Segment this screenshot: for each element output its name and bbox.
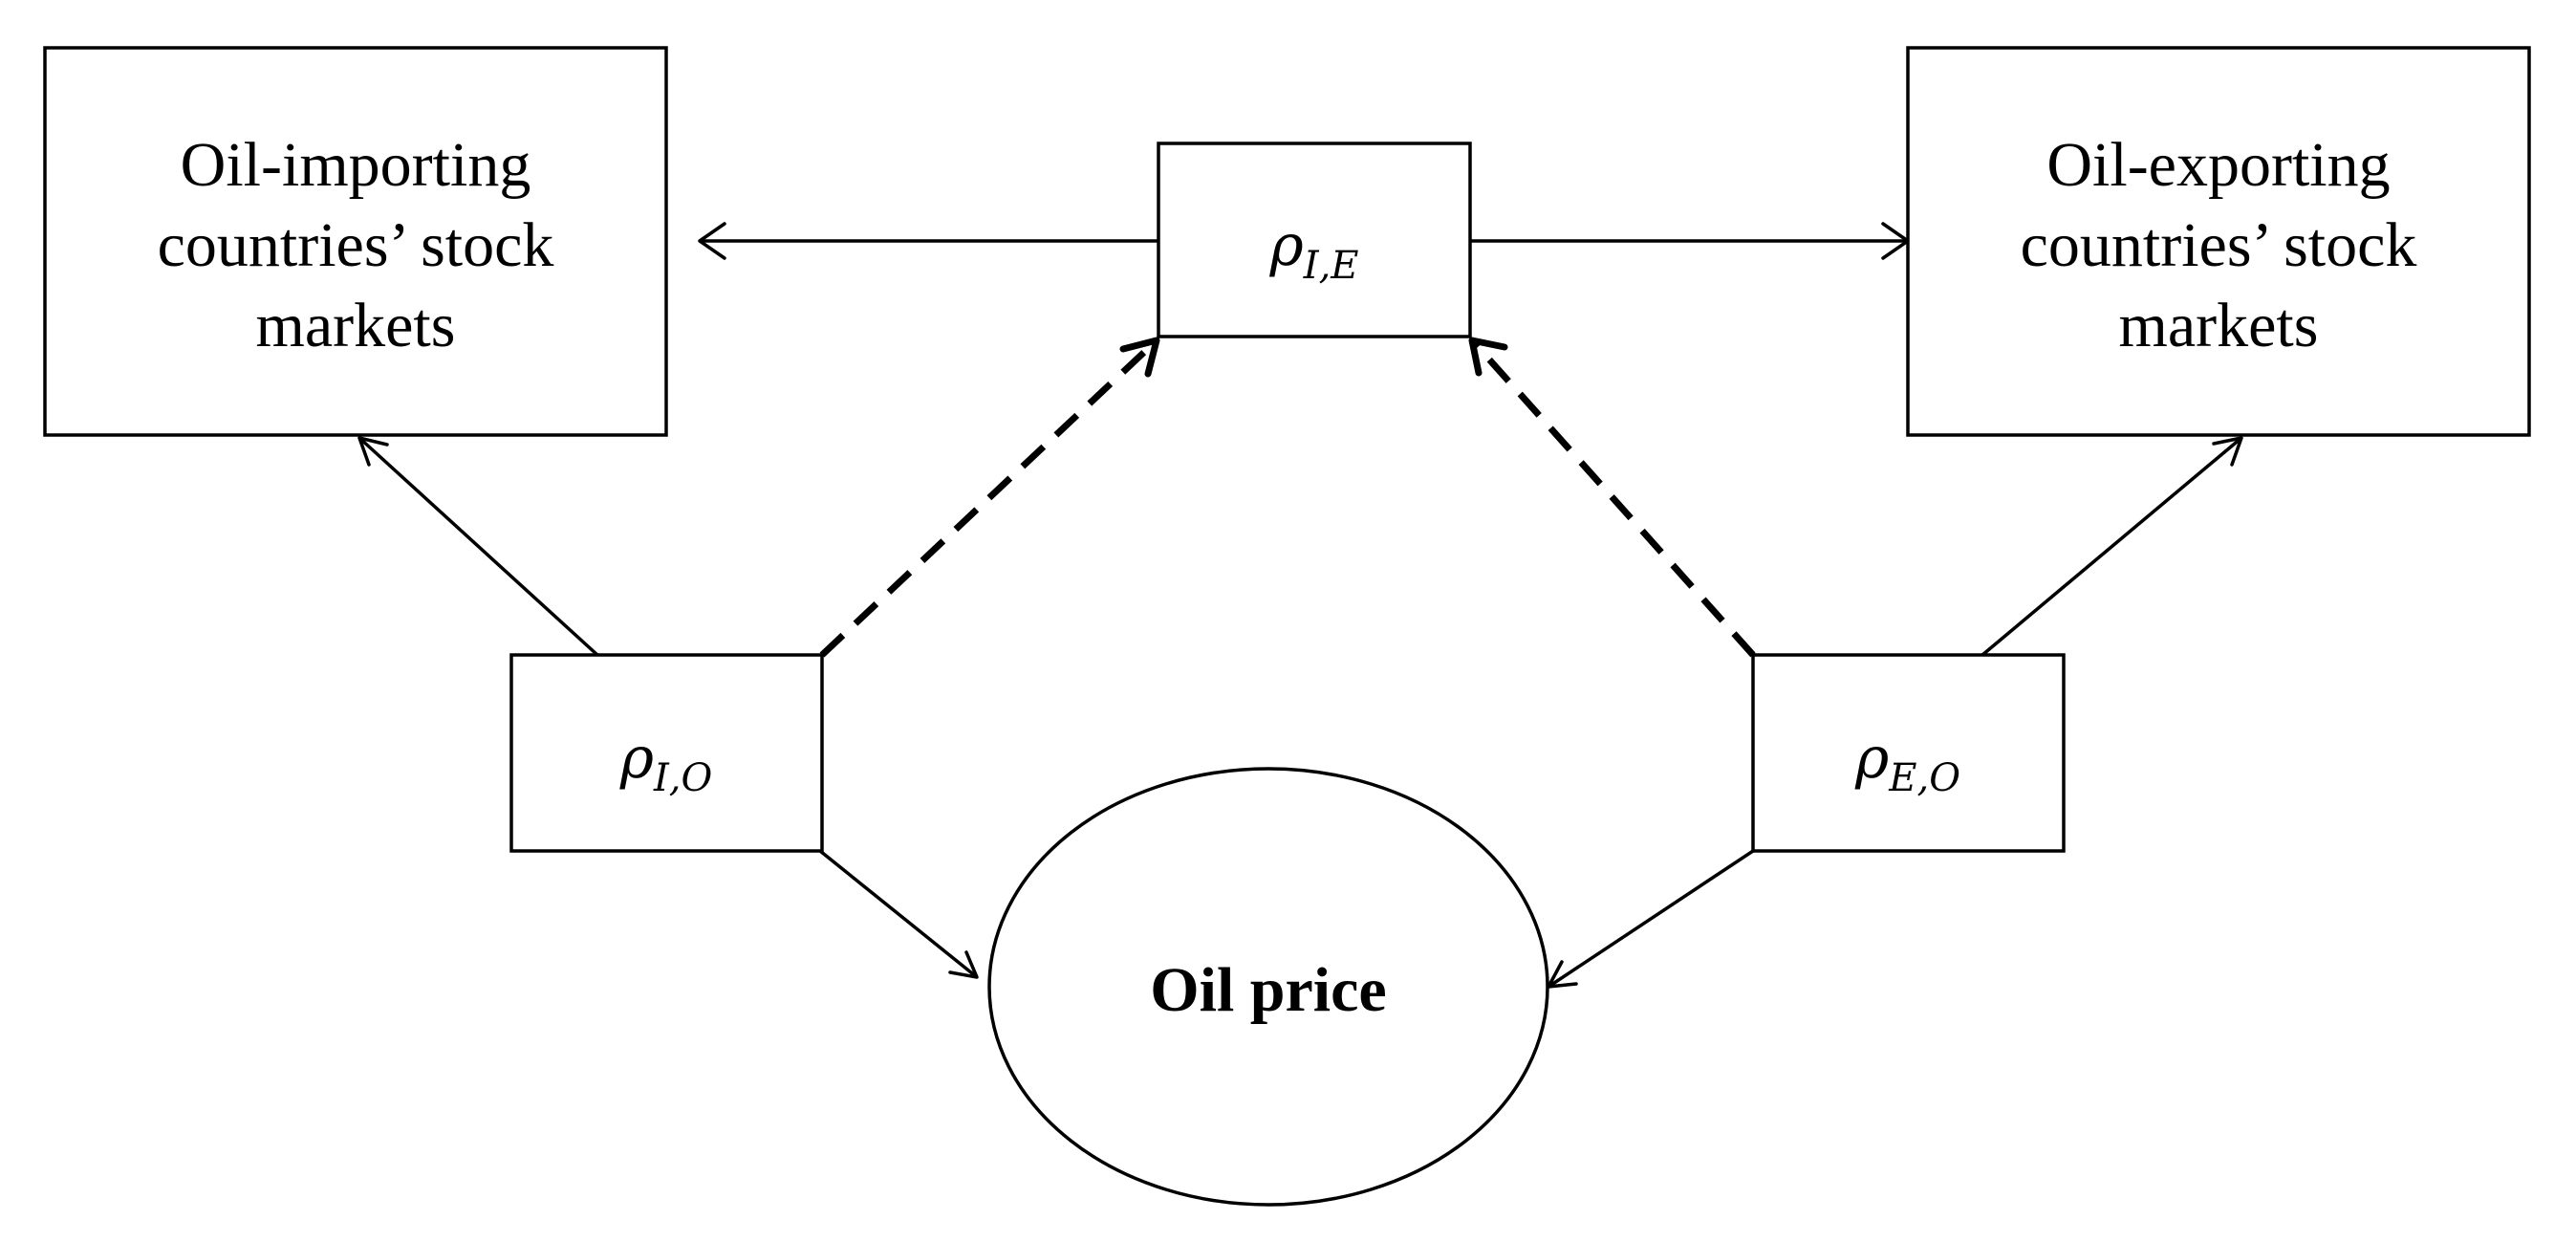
edge-rho-eo-to-oil-price [1548, 849, 1754, 989]
arrowhead-oil-price-from-rho-io [948, 950, 979, 979]
oil-price-label: Oil price [1150, 955, 1386, 1025]
arrowhead-exporting-from-rho-eo [2212, 436, 2243, 467]
arrowhead-importing-from-rho-ie [698, 222, 726, 260]
connectors [357, 222, 2243, 989]
rho-io-subscript: I,O [653, 756, 712, 800]
rho-eo-box: ρE,O [1751, 653, 2066, 853]
edge-rho-eo-to-exporting [1981, 436, 2243, 657]
exporting-box-line-1: Oil-exporting [2046, 130, 2390, 200]
rho-ie-subscript: I,E [1303, 244, 1359, 288]
importing-box-line-1: Oil-importing [181, 130, 531, 200]
exporting-box-line-2: countries’ stock [2021, 210, 2417, 280]
edge-rho-io-to-oil-price [818, 849, 979, 979]
arrowhead-rho-ie-from-rho-eo [1468, 337, 1508, 377]
rho-io-box: ρI,O [509, 653, 824, 853]
importing-box-line-3: markets [256, 291, 456, 360]
rho-eo-label: ρE,O [1854, 725, 1960, 800]
edge-rho-eo-to-rho-ie-dashed [1471, 339, 1756, 658]
rho-io-label: ρI,O [619, 725, 713, 800]
arrowhead-rho-ie-from-rho-io [1119, 337, 1160, 378]
rho-ie-label: ρI,E [1269, 212, 1359, 288]
rho-eo-subscript: E,O [1888, 756, 1960, 800]
rho-ie-box: ρI,E [1157, 142, 1472, 338]
rho-ie-symbol: ρ [1269, 212, 1304, 279]
importing-box-line-2: countries’ stock [158, 210, 554, 280]
rho-io-symbol: ρ [619, 725, 654, 792]
rho-eo-symbol: ρ [1854, 725, 1889, 792]
exporting-box-line-3: markets [2119, 291, 2319, 360]
exporting-markets-box: Oil-exporting countries’ stock markets [1906, 46, 2531, 437]
oil-price-node: Oil price [987, 767, 1549, 1207]
edge-rho-io-to-rho-ie-dashed [819, 339, 1158, 658]
importing-markets-box: Oil-importing countries’ stock markets [43, 46, 668, 437]
edge-rho-io-to-importing [357, 436, 599, 657]
arrowhead-importing-from-rho-io [357, 436, 389, 467]
